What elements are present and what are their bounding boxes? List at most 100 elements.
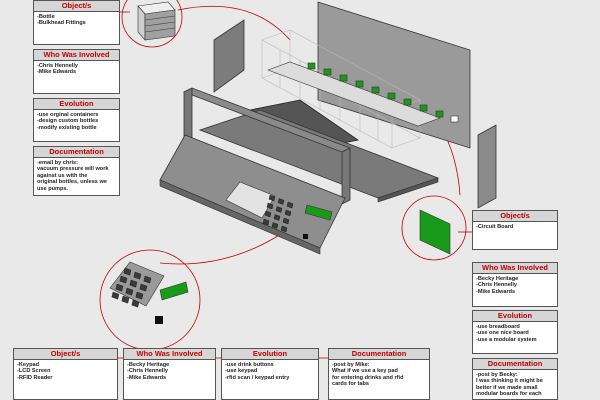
zoom-rfid-reader — [155, 316, 163, 324]
back-panel — [317, 1, 471, 149]
zoom-keypad-keys — [111, 267, 152, 308]
card-line: -use drink buttons — [225, 362, 274, 368]
keypad-zoom-circle — [99, 249, 201, 351]
keypad-key — [111, 291, 120, 300]
card-body: -use drink buttons-use keypad-rfid scan … — [222, 360, 318, 383]
console-lcd — [304, 204, 333, 221]
card-line: -Chris Hennelly — [37, 63, 79, 69]
card-title: Documentation — [329, 349, 429, 360]
card-title: Object/s — [473, 211, 557, 222]
bottle-zoom-circle — [121, 0, 183, 48]
card-line: against us with the — [37, 172, 88, 179]
top-left-documentation-card: Documentation-email by chris:vacuum pres… — [33, 146, 120, 196]
card-title: Documentation — [473, 359, 557, 370]
card-line: vacuum pressure will work — [37, 166, 109, 173]
right-object-s-card: Object/s -Circuit Board — [472, 210, 558, 250]
card-line: -Mike Edwards — [37, 69, 77, 76]
card-line: -use breadboard — [476, 324, 520, 330]
card-line: -use keypad — [225, 368, 258, 375]
card-body: -use orginal containers-design custom bo… — [34, 110, 119, 133]
card-line: -Chris Hennelly — [127, 368, 169, 375]
keypad-key — [282, 217, 290, 225]
bottom-evolution-card: Evolution-use drink buttons-use keypad-r… — [221, 348, 319, 400]
card-line: What if we use a key pad — [332, 368, 398, 375]
zoom-lcd — [159, 281, 189, 301]
control-frame — [183, 87, 351, 205]
card-line: -Bottle — [37, 14, 55, 20]
card-body: -Becky Heritage-Chris Hennelly-Mike Edwa… — [473, 274, 557, 297]
card-title: Object/s — [14, 349, 117, 360]
card-body: -Becky Heritage-Chris Hennelly-Mike Edwa… — [124, 360, 215, 383]
bottom-object-s-card: Object/s-Keypad-LCD Screen-RFID Reader — [13, 348, 118, 400]
card-line: -Bulkhead Fittings — [37, 20, 86, 27]
card-line: I was thinking it might be — [476, 378, 543, 385]
card-line: original bottles, unless we — [37, 179, 107, 186]
card-line: -post by Becky: — [476, 372, 518, 378]
keypad-key — [280, 225, 288, 233]
right-who-was-involved-card: Who Was Involved-Becky Heritage-Chris He… — [472, 262, 558, 307]
keypad-key — [131, 299, 140, 308]
keypad-key — [115, 283, 124, 292]
keypad-key — [264, 210, 272, 218]
card-line: use pumps. — [37, 185, 69, 192]
right-post — [477, 124, 497, 209]
card-title: Who Was Involved — [34, 50, 119, 61]
keypad-key — [133, 271, 142, 280]
bottom-documentation-card: Documentation-post by Mike:What if we us… — [328, 348, 430, 400]
card-title: Object/s — [34, 1, 119, 12]
card-line: better if we made small — [476, 384, 538, 391]
keypad-key — [271, 222, 279, 229]
card-title: Who Was Involved — [473, 263, 557, 274]
card-line: -rfid scan / keypad entry — [225, 374, 290, 381]
card-line: modular boards for each — [476, 391, 542, 398]
card-line: -Chris Hennelly — [476, 282, 518, 289]
keypad-key — [143, 275, 152, 284]
keypad-key — [273, 214, 281, 221]
card-body: -post by Becky:I was thinking it might b… — [473, 370, 557, 400]
card-line: -Circuit Board — [476, 224, 514, 230]
keypad-key — [286, 201, 294, 209]
card-title: Evolution — [34, 99, 119, 110]
top-left-who-was-involved-card: Who Was Involved-Chris Hennelly-Mike Edw… — [33, 49, 120, 94]
card-line: -Becky Heritage — [476, 276, 519, 282]
top-left-evolution-card: Evolution-use orginal containers-design … — [33, 98, 120, 142]
card-title: Who Was Involved — [124, 349, 215, 360]
keypad-key — [262, 218, 270, 226]
circuit-zoom-circle — [401, 195, 467, 261]
card-line: -Mike Edwards — [476, 288, 516, 295]
card-title: Evolution — [222, 349, 318, 360]
card-line: -use one nice board — [476, 330, 529, 337]
card-line: -post by Mike: — [332, 362, 370, 368]
card-line: -design custom bottles — [37, 118, 99, 125]
card-line: -use a modular system — [476, 336, 537, 343]
right-documentation-card: Documentation-post by Becky:I was thinki… — [472, 358, 558, 400]
card-body: -Circuit Board — [473, 222, 557, 232]
keypad-key — [277, 198, 285, 205]
console-keypad — [262, 194, 294, 233]
keypad-key — [125, 287, 134, 296]
card-line: -email by chris: — [37, 160, 79, 166]
zoom-keypad-base — [109, 261, 165, 307]
valve-row — [267, 61, 459, 127]
card-line: -use orginal containers — [37, 112, 99, 118]
card-line: -Mike Edwards — [127, 374, 167, 381]
card-title: Documentation — [34, 147, 119, 158]
keypad-key — [284, 209, 292, 217]
circuit-board — [419, 209, 451, 255]
card-title: Evolution — [473, 311, 557, 322]
left-post — [213, 19, 245, 93]
card-body: -Chris Hennelly-Mike Edwards — [34, 61, 119, 78]
keypad-key — [119, 275, 128, 284]
card-body: -use breadboard-use one nice board-use a… — [473, 322, 557, 345]
card-body: -email by chris:vacuum pressure will wor… — [34, 158, 119, 194]
card-line: -LCD Screen — [17, 368, 51, 375]
right-evolution-card: Evolution-use breadboard-use one nice bo… — [472, 310, 558, 354]
keypad-key — [129, 279, 138, 288]
keypad-key — [275, 206, 283, 213]
card-line: -Becky Heritage — [127, 362, 170, 368]
card-body: -Bottle-Bulkhead Fittings — [34, 12, 119, 29]
top-left-object-s-card: Object/s-Bottle-Bulkhead Fittings — [33, 0, 120, 45]
